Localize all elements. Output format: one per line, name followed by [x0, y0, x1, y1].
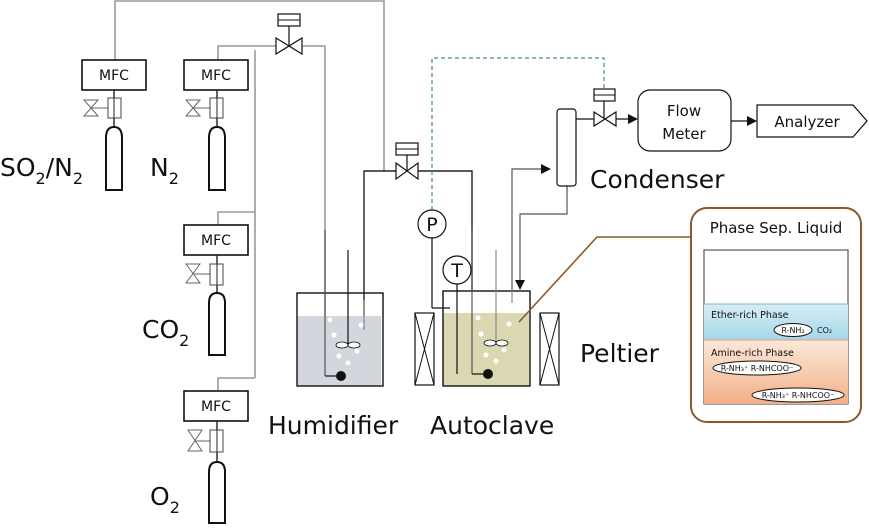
gas-label-n2: N2 [150, 153, 179, 188]
gas-label-so2-n2: SO2/N2 [0, 153, 83, 188]
gas-label-o2: O2 [150, 482, 180, 517]
pressure-gauge-icon [417, 209, 447, 239]
sparger-icon [336, 371, 346, 381]
gas-supply-o2: MFC O2 [150, 390, 249, 524]
autoclave-to-condenser-pipe [511, 164, 551, 290]
analyzer[interactable]: Analyzer [756, 104, 868, 138]
gas-label-co2: CO2 [142, 315, 189, 350]
peltier-element-right [539, 312, 560, 386]
mfc-box[interactable] [183, 390, 249, 422]
bubbles [327, 317, 364, 366]
mfc-box[interactable] [183, 59, 249, 91]
ether-rich-phase [704, 304, 848, 340]
flow-meter[interactable]: Flow Meter [637, 89, 732, 152]
control-valve-autoclave-inlet[interactable] [395, 142, 419, 181]
autoclave-label: Autoclave [430, 411, 554, 440]
gas-supply-n2: MFC N2 [150, 59, 249, 191]
temperature-sensor-label: T [450, 260, 463, 282]
shutoff-valve-icon[interactable] [82, 97, 122, 119]
mfc-label: MFC [99, 68, 129, 84]
control-valve-outlet[interactable] [593, 88, 617, 128]
amine-species-pair: R-NH₃⁺ R-NHCOO⁻ [721, 364, 794, 373]
pressure-signal-line [431, 57, 605, 210]
peltier-label: Peltier [580, 339, 660, 368]
flow-meter-label-line1: Flow [667, 102, 701, 120]
shutoff-valve-icon[interactable] [185, 263, 224, 286]
mfc-label: MFC [201, 399, 231, 415]
ether-species-co2: CO₂ [817, 326, 832, 335]
ether-phase-label: Ether-rich Phase [711, 310, 789, 321]
control-valve-middle [363, 170, 473, 330]
shutoff-valve-icon[interactable] [184, 97, 224, 119]
callout-leader-line [518, 236, 691, 323]
gas-cylinder-icon [208, 460, 226, 524]
control-valve-top[interactable] [275, 13, 303, 56]
stirrer-icon [483, 339, 497, 347]
gas-manifold-pipes [114, 0, 385, 390]
mfc-box[interactable] [183, 224, 249, 256]
gas-cylinder-icon [105, 125, 123, 191]
ether-species-amine: R-NH₂ [781, 326, 804, 335]
shutoff-valve-icon[interactable] [187, 429, 224, 453]
sparger-icon [483, 369, 493, 379]
condenser-return-pipe [515, 186, 568, 290]
pressure-gauge[interactable]: P [417, 209, 450, 309]
pressure-gauge-label: P [426, 214, 437, 236]
humidifier-vessel [296, 230, 384, 387]
condenser-icon[interactable] [556, 108, 577, 187]
mfc-label: MFC [201, 233, 231, 249]
autoclave-vessel [442, 230, 531, 387]
analyzer-label: Analyzer [774, 113, 840, 131]
temperature-sensor[interactable]: T [442, 255, 472, 374]
amine-phase-label: Amine-rich Phase [711, 348, 794, 359]
humidifier-label: Humidifier [268, 411, 399, 440]
flow-meter-label-line2: Meter [662, 125, 706, 143]
bubbles [475, 315, 512, 364]
phase-separation-callout: Phase Sep. Liquid Ether-rich Phase R-NH₂… [690, 207, 862, 423]
stirrer-icon [335, 341, 349, 349]
amine-species-pair: R-NH₃⁺ R-NHCOO⁻ [762, 391, 835, 400]
gas-supply-so2-n2: MFC SO2/N2 [0, 59, 147, 191]
gas-supply-co2: MFC CO2 [142, 224, 249, 356]
temperature-sensor-icon [442, 255, 472, 285]
condenser-label: Condenser [590, 165, 725, 194]
mfc-label: MFC [201, 68, 231, 84]
peltier-element-left [414, 312, 435, 386]
callout-title: Phase Sep. Liquid [710, 219, 843, 237]
gas-cylinder-icon [208, 125, 226, 191]
gas-cylinder-icon [208, 291, 226, 356]
